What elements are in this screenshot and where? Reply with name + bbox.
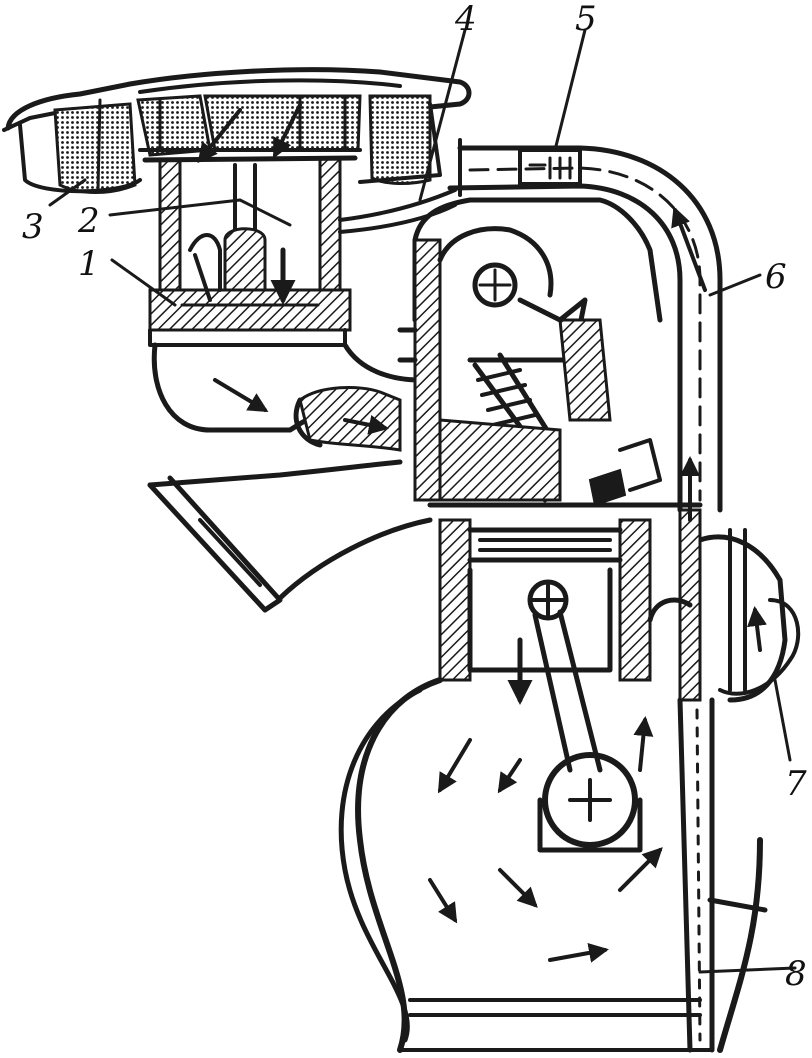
oil-separator	[647, 508, 801, 703]
intake-manifold	[147, 342, 433, 613]
flow-arrows	[197, 103, 767, 963]
callout-4: 4	[454, 0, 477, 39]
dipstick-tube	[677, 697, 715, 1053]
callout-6: 6	[765, 257, 787, 297]
cylinder-block	[338, 502, 768, 1053]
callout-1: 1	[78, 244, 100, 284]
callout-2: 2	[77, 201, 100, 241]
air-filter-housing	[2, 67, 472, 194]
cylinder-head	[397, 197, 663, 507]
callout-8: 8	[785, 954, 807, 994]
callout-5: 5	[575, 0, 597, 39]
callout-labels: 1 2 3 4 5 6 7 8	[22, 0, 807, 994]
leader-lines	[48, 28, 797, 974]
callout-3: 3	[22, 207, 44, 247]
crankcase-vent-hose	[338, 138, 723, 513]
carburetor-body	[142, 155, 358, 347]
callout-7: 7	[785, 764, 807, 804]
